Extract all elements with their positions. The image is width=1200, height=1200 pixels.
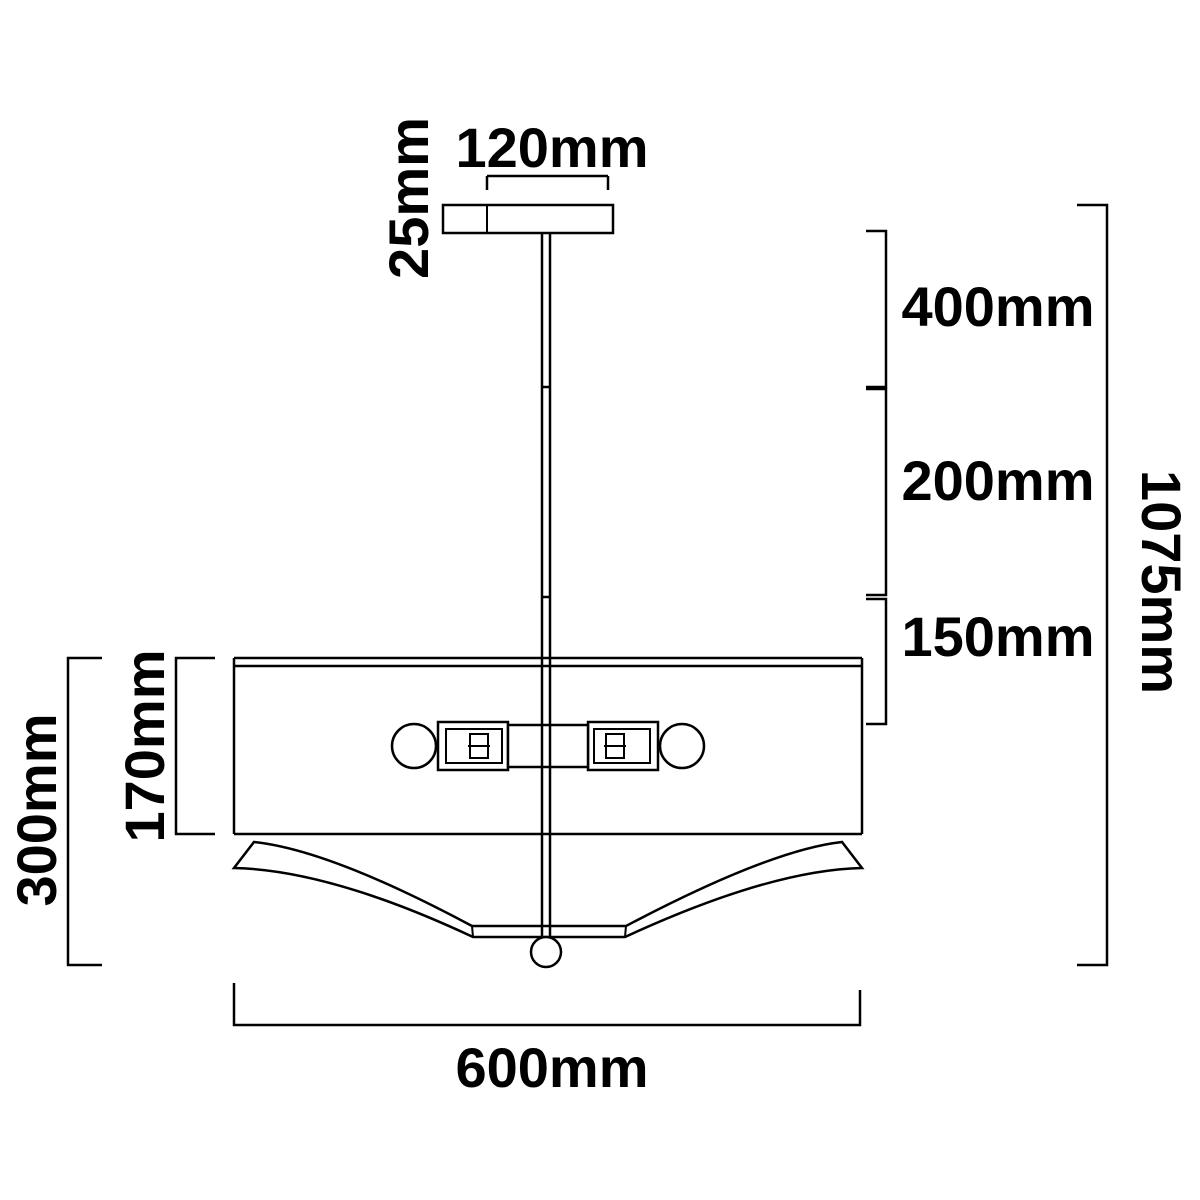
rod-segment-1-label: 400mm: [901, 275, 1094, 338]
ceiling-canopy: [441, 203, 615, 235]
overall-height-bracket: [1077, 203, 1109, 967]
overall-height-label: 1075mm: [1130, 470, 1193, 694]
canopy-width-bracket: [485, 174, 610, 190]
drum-shade: [232, 656, 864, 836]
fixture-height-label: 300mm: [5, 713, 68, 906]
canopy-width-label: 120mm: [455, 116, 648, 179]
bottom-finial: [529, 935, 563, 969]
lamp-cluster: [390, 720, 706, 772]
shade-height-bracket: [174, 656, 215, 836]
rod-segment-2-label: 200mm: [901, 449, 1094, 512]
suspension-rod: [540, 233, 552, 940]
shade-height-label: 170mm: [113, 649, 176, 842]
left-bulb: [390, 722, 438, 770]
fixture-width-bracket: [232, 983, 862, 1027]
rod-segment-3-label: 150mm: [901, 605, 1094, 668]
right-bulb: [658, 722, 706, 770]
canopy-height-label: 25mm: [377, 117, 440, 279]
fixture-width-label: 600mm: [455, 1036, 648, 1099]
fixture-height-bracket: [66, 656, 102, 967]
bottom-diffuser: [231, 840, 865, 939]
rod-segment-brackets: [866, 229, 888, 726]
